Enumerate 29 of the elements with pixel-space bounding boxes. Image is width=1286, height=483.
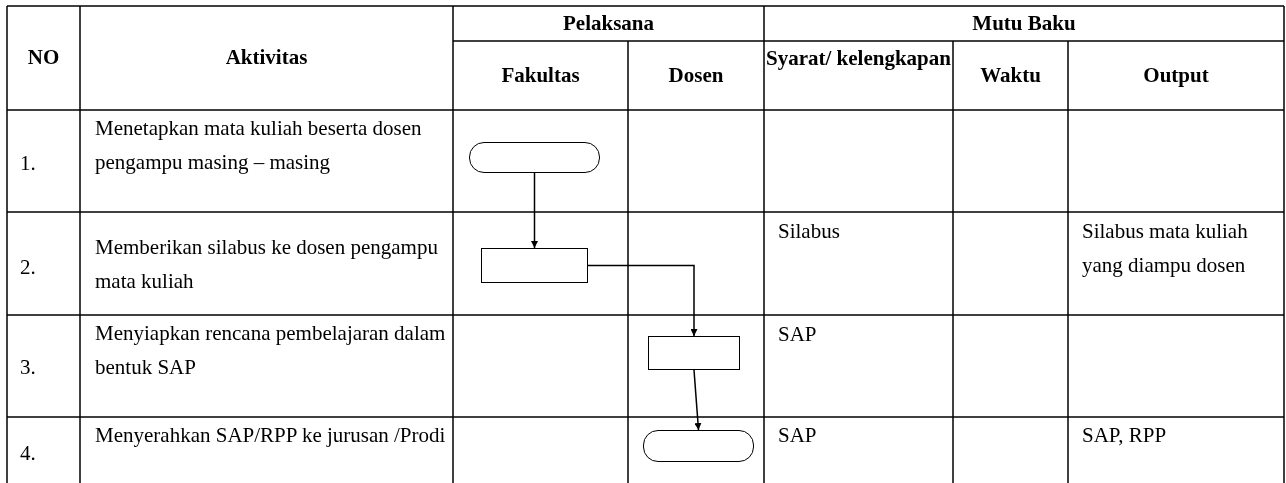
column-header: NO [26, 44, 61, 71]
activity-text: Menetapkan mata kuliah beserta dosen pengampu masing – masing [95, 115, 423, 176]
requirement-text: Silabus [778, 218, 841, 245]
column-header: Waktu [979, 62, 1042, 89]
terminator-shape [469, 142, 600, 173]
output-text: Silabus mata kuliah yang diampu dosen [1082, 218, 1249, 279]
column-header: Output [1142, 62, 1210, 89]
column-header: Syarat/ kelengkapan [765, 45, 952, 72]
activity-text: Menyerahkan SAP/RPP ke jurusan /Prodi [95, 422, 447, 449]
output-text: SAP, RPP [1082, 422, 1168, 449]
column-header: Dosen [667, 62, 725, 89]
group-header: Mutu Baku [971, 10, 1077, 37]
requirement-text: SAP [778, 422, 818, 449]
column-header: Fakultas [500, 62, 581, 89]
column-header: Aktivitas [224, 44, 309, 71]
process-box [481, 248, 588, 283]
row-number: 4. [20, 440, 37, 467]
arrow [531, 172, 538, 249]
row-number: 2. [20, 254, 37, 281]
activity-text: Menyiapkan rencana pembelajaran dalam bentuk SAP [95, 320, 447, 381]
row-number: 3. [20, 354, 37, 381]
process-box [648, 336, 740, 370]
requirement-text: SAP [778, 321, 818, 348]
row-number: 1. [20, 150, 37, 177]
terminator-shape [643, 430, 754, 462]
arrow [693, 369, 702, 431]
activity-text: Memberikan silabus ke dosen pengampu mata kuliah [95, 234, 439, 295]
group-header: Pelaksana [562, 10, 655, 37]
arrow [587, 264, 698, 337]
